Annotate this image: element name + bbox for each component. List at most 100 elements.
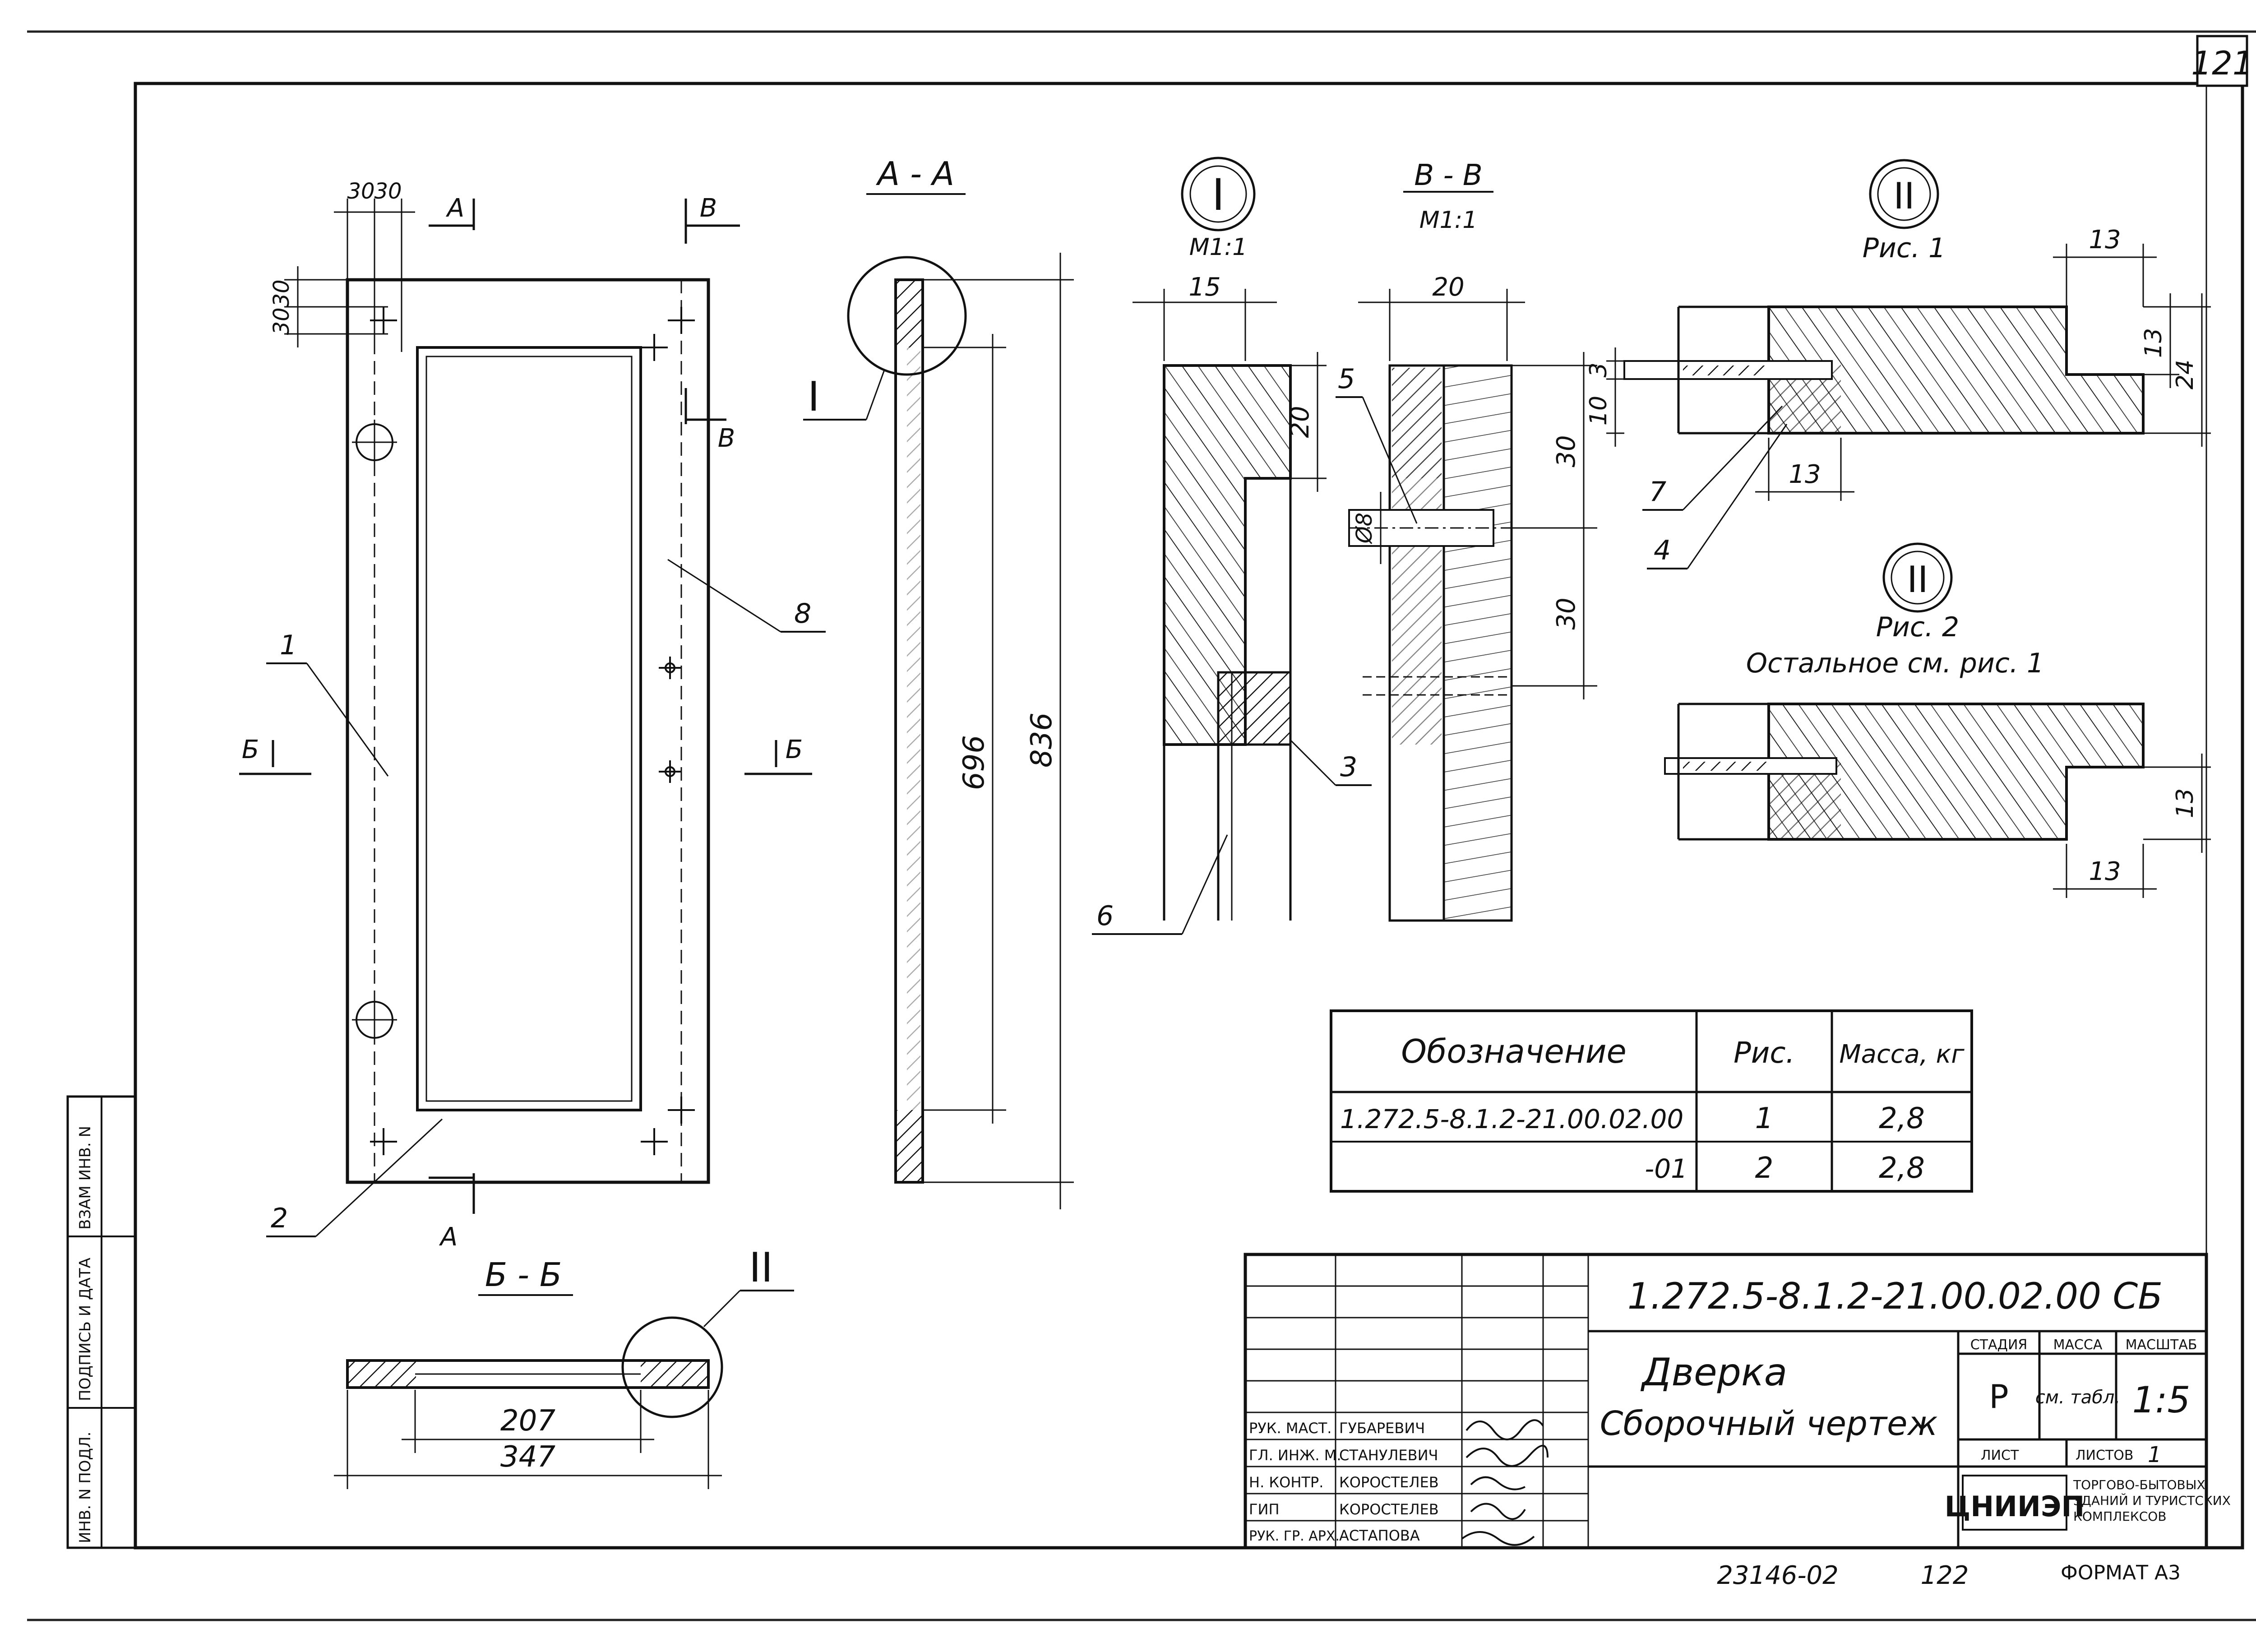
stamp-vzam-inv: ВЗАМ ИНВ. N: [76, 1126, 94, 1230]
mark-v-top: В: [700, 194, 717, 223]
spec-row-1-designation: 1.272.5-8.1.2-21.00.02.00: [1340, 1104, 1683, 1134]
scale-value: 1:5: [2132, 1379, 2191, 1421]
dim-13-fig2-bottom: 13: [2089, 857, 2121, 886]
dim-20-node1: 20: [1285, 406, 1315, 438]
node-1-mark-aa: I: [808, 373, 820, 421]
callout-6: 6: [1096, 900, 1114, 932]
org-name-2: ЗДАНИЙ И ТУРИСТСКИХ: [2073, 1493, 2231, 1508]
drawing-subtitle: Сборочный чертеж: [1600, 1404, 1938, 1443]
dim-15: 15: [1188, 273, 1220, 302]
dim-13-fig2-right: 13: [2172, 788, 2199, 818]
spec-row-2-fig: 2: [1755, 1152, 1774, 1185]
section-aa: А - А I 836 696: [803, 155, 1074, 1209]
mark-a-top: А: [446, 194, 464, 223]
mark-b-left: Б: [242, 735, 259, 764]
callout-7: 7: [1649, 476, 1666, 508]
sig-name-5: АСТАПОВА: [1339, 1527, 1420, 1544]
spec-header-designation: Обозначение: [1401, 1032, 1627, 1070]
sig-name-1: ГУБАРЕВИЧ: [1339, 1420, 1425, 1437]
callout-5: 5: [1338, 363, 1355, 395]
dim-13-fig1-right: 13: [2140, 328, 2167, 358]
spec-header-mass: Масса, кг: [1839, 1040, 1965, 1069]
stage-value: Р: [1989, 1378, 2008, 1416]
node-1-label: I: [1212, 170, 1225, 220]
callout-3: 3: [1340, 751, 1357, 783]
sig-role-2: ГЛ. ИНЖ. М.: [1249, 1447, 1341, 1464]
dim-10: 10: [1585, 396, 1612, 426]
doc-code: 1.272.5-8.1.2-21.00.02.00 СБ: [1627, 1275, 2163, 1317]
sheets-value: 1: [2148, 1442, 2162, 1467]
mark-v-bottom: В: [718, 424, 735, 453]
spec-row-1-fig: 1: [1755, 1102, 1774, 1135]
mass-label: МАССА: [2053, 1337, 2103, 1353]
sheet-label: ЛИСТ: [1981, 1448, 2019, 1463]
callout-1: 1: [280, 629, 297, 661]
callout-4: 4: [1654, 535, 1671, 566]
callout-2: 2: [271, 1203, 288, 1234]
dim-836: 836: [1025, 713, 1059, 768]
dim-30-vv-upper: 30: [1552, 435, 1581, 467]
section-vv-title: В - В: [1414, 159, 1483, 192]
sheet-frame: 1 2 1: [27, 30, 2256, 1621]
section-bb-title: Б - Б: [485, 1256, 562, 1294]
dim-696: 696: [957, 735, 991, 790]
format-label: ФОРМАТ А3: [2061, 1561, 2181, 1584]
fig2-label: Рис. 2: [1876, 611, 1959, 643]
sig-role-3: Н. КОНТР.: [1249, 1474, 1323, 1491]
front-view: 30 30 30 30 А А В В Б Б 1 2 8: [239, 179, 826, 1252]
section-vv: В - В М1:1 20 30 30 Ø8 5: [1336, 159, 1597, 922]
dim-30-top-left: 30: [347, 179, 374, 204]
sig-name-4: КОРОСТЕЛЕВ: [1339, 1501, 1439, 1518]
sig-role-5: РУК. ГР. АРХ.: [1249, 1528, 1340, 1544]
dim-20-vv: 20: [1432, 273, 1464, 302]
node-1-scale: М1:1: [1189, 234, 1248, 261]
sig-role-4: ГИП: [1249, 1501, 1280, 1518]
dim-30-left-lower: 30: [269, 307, 294, 335]
sheets-label: ЛИСТОВ: [2076, 1448, 2133, 1463]
node-2-mark-bb: II: [749, 1244, 773, 1291]
stamp-inv-podl: ИНВ. N ПОДЛ.: [76, 1432, 94, 1543]
dim-347: 347: [500, 1440, 555, 1474]
handwritten-signatures: [1461, 1419, 1549, 1546]
fig1-label: Рис. 1: [1863, 232, 1946, 264]
dim-24: 24: [2172, 360, 2199, 389]
sig-name-2: СТАНУЛЕВИЧ: [1339, 1447, 1438, 1464]
org-name-1: ТОРГОВО-БЫТОВЫХ: [2073, 1477, 2205, 1492]
dim-30-top-right: 30: [374, 179, 402, 204]
section-bb: Б - Б II 207 347: [334, 1244, 794, 1489]
sig-role-1: РУК. МАСТ.: [1249, 1420, 1331, 1437]
section-vv-scale: М1:1: [1419, 207, 1478, 234]
stamp-podpis-data: ПОДПИСЬ И ДАТА: [76, 1258, 94, 1401]
node-2-fig2: II Рис. 2 Остальное см. рис. 1 13 13: [1664, 542, 2211, 898]
node-2-fig1: II Рис. 1 13 13 24 10: [1585, 159, 2211, 569]
spec-table: Обозначение Рис. Масса, кг 1.272.5-8.1.2…: [1330, 1009, 1973, 1193]
dim-30-vv-lower: 30: [1552, 597, 1581, 629]
dim-207: 207: [500, 1404, 555, 1438]
drawing-title: Дверка: [1640, 1350, 1787, 1394]
dim-13-fig1-top: 13: [2089, 225, 2121, 255]
org-name-3: КОМПЛЕКСОВ: [2073, 1509, 2167, 1524]
dim-d8: Ø8: [1352, 513, 1377, 544]
scale-label: МАСШТАБ: [2126, 1337, 2197, 1353]
bottom-page: 122: [1921, 1561, 1969, 1590]
spec-header-fig: Рис.: [1734, 1037, 1795, 1070]
fig2-note: Остальное см. рис. 1: [1746, 648, 2044, 679]
org-logo: ЦНИИЭП: [1945, 1490, 2085, 1523]
node-1-detail: I М1:1 15 20 3 6: [1092, 157, 1372, 935]
node-2-label-fig2: II: [1907, 559, 1928, 601]
section-aa-title: А - А: [876, 155, 954, 193]
mass-value: см. табл.: [2035, 1387, 2120, 1408]
mark-a-bottom: А: [439, 1222, 458, 1252]
sig-name-3: КОРОСТЕЛЕВ: [1339, 1474, 1439, 1491]
page-number: 121: [2191, 44, 2253, 82]
side-stamp: ИНВ. N ПОДЛ. ПОДПИСЬ И ДАТА ВЗАМ ИНВ. N: [66, 1095, 137, 1549]
callout-8: 8: [794, 598, 811, 629]
spec-row-2-designation: -01: [1645, 1153, 1687, 1184]
mark-b-right: Б: [786, 735, 803, 764]
title-block: 1.272.5-8.1.2-21.00.02.00 СБ Дверка Сбор…: [1244, 1253, 2231, 1550]
dim-13-fig1-bottom: 13: [1789, 460, 1821, 489]
node-2-label-fig1: II: [1893, 175, 1914, 217]
bottom-doc-no: 23146-02: [1717, 1561, 1839, 1590]
stage-label: СТАДИЯ: [1970, 1337, 2028, 1353]
